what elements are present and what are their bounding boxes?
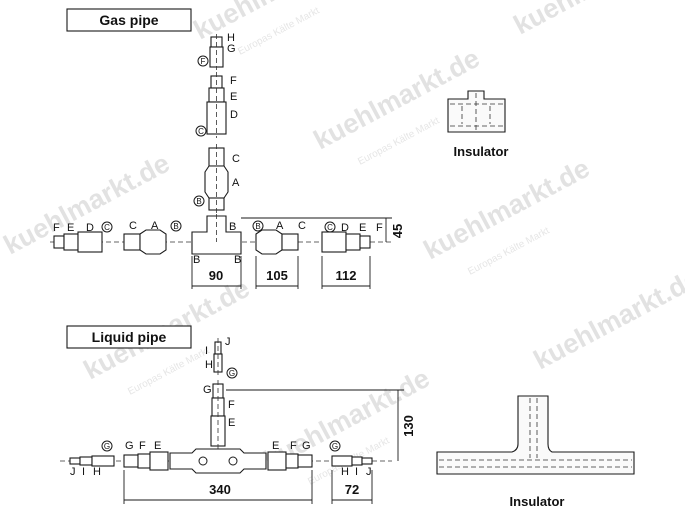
svg-text:E: E — [228, 417, 235, 429]
svg-text:C: C — [298, 220, 306, 232]
svg-text:H: H — [205, 359, 213, 371]
gas-vertical-low-fittings: C A B — [193, 144, 240, 214]
gas-circle-label — [197, 55, 209, 67]
liquid-insulator: Insulator — [436, 395, 635, 509]
svg-text:C: C — [232, 153, 240, 165]
watermark: kuehlmarkt.de — [529, 263, 685, 375]
svg-text:F: F — [290, 440, 297, 452]
svg-text:H: H — [341, 466, 349, 478]
liquid-insulator-label: Insulator — [510, 494, 565, 509]
liquid-pipe-section: Liquid pipe I J H G G F E G — [60, 325, 635, 509]
svg-text:H: H — [93, 466, 101, 478]
svg-text:C: C — [104, 223, 110, 232]
gas-pipe-title-box — [66, 8, 192, 32]
svg-text:B: B — [173, 222, 178, 231]
svg-text:J: J — [225, 336, 231, 348]
gas-vertical-top-fittings: H G F — [197, 32, 236, 70]
gas-tee: B B B — [191, 214, 242, 266]
liquid-left-fittings: G J I H G F E — [69, 440, 169, 478]
gas-insulator: Insulator — [447, 90, 509, 159]
gas-vertical-mid-fittings: F E D C — [195, 72, 238, 138]
svg-text:G: G — [332, 442, 338, 451]
gas-right-fittings: B A C C D E F — [252, 220, 383, 255]
liquid-pipe-title: Liquid pipe — [92, 329, 167, 345]
svg-text:A: A — [276, 220, 284, 232]
svg-text:J: J — [70, 466, 76, 478]
svg-text:D: D — [341, 222, 349, 234]
svg-text:G: G — [229, 369, 235, 378]
svg-text:C: C — [327, 223, 333, 232]
gas-pipe-title: Gas pipe — [99, 12, 158, 28]
liquid-vertical-main: G F E — [203, 380, 235, 462]
svg-text:I: I — [355, 466, 358, 478]
svg-text:C: C — [198, 127, 204, 136]
liquid-tee — [169, 448, 267, 474]
svg-text:E: E — [359, 222, 366, 234]
svg-text:D: D — [230, 109, 238, 121]
svg-text:E: E — [154, 440, 161, 452]
svg-text:F: F — [230, 75, 237, 87]
svg-text:E: E — [67, 222, 74, 234]
svg-text:G: G — [203, 384, 212, 396]
liquid-dimensions: 130 340 72 — [123, 389, 416, 504]
svg-text:I: I — [205, 345, 208, 357]
svg-text:E: E — [272, 440, 279, 452]
svg-text:B: B — [234, 254, 241, 266]
svg-text:F: F — [139, 440, 146, 452]
gas-tee-width-dim: 90 — [209, 268, 223, 283]
svg-text:D: D — [86, 222, 94, 234]
svg-text:G: G — [302, 440, 311, 452]
svg-text:G: G — [125, 440, 134, 452]
svg-text:F: F — [228, 399, 235, 411]
svg-text:I: I — [82, 466, 85, 478]
liquid-height-dim: 130 — [401, 415, 416, 437]
liquid-vertical-top: I J H G — [205, 336, 238, 379]
svg-text:B: B — [229, 221, 236, 233]
gas-dimensions: 45 90 105 112 — [191, 217, 405, 289]
svg-text:A: A — [151, 220, 159, 232]
svg-text:F: F — [201, 57, 206, 66]
svg-text:G: G — [104, 442, 110, 451]
svg-text:B: B — [255, 222, 260, 231]
liquid-right-fittings: E F G G H I J — [267, 440, 373, 478]
gas-insulator-label: Insulator — [454, 144, 509, 159]
svg-text:E: E — [230, 91, 237, 103]
gas-width-a-dim: 105 — [266, 268, 288, 283]
svg-text:B: B — [193, 254, 200, 266]
svg-text:B: B — [196, 197, 201, 206]
gas-left-fittings: F E D C C A B — [53, 220, 182, 255]
liquid-width-dim: 340 — [209, 482, 231, 497]
svg-text:F: F — [376, 222, 383, 234]
svg-text:F: F — [53, 222, 60, 234]
svg-text:G: G — [227, 43, 236, 55]
svg-text:C: C — [129, 220, 137, 232]
watermark: kuehlmarkt.de — [509, 0, 685, 40]
liquid-width-small-dim: 72 — [345, 482, 359, 497]
gas-pipe-section: Gas pipe H G F F E D C C — [50, 8, 509, 289]
svg-text:A: A — [232, 177, 240, 189]
svg-text:H: H — [227, 32, 235, 44]
gas-height-dim: 45 — [390, 224, 405, 238]
liquid-pipe-title-box — [66, 325, 192, 349]
svg-text:J: J — [366, 466, 372, 478]
gas-width-b-dim: 112 — [336, 268, 357, 283]
